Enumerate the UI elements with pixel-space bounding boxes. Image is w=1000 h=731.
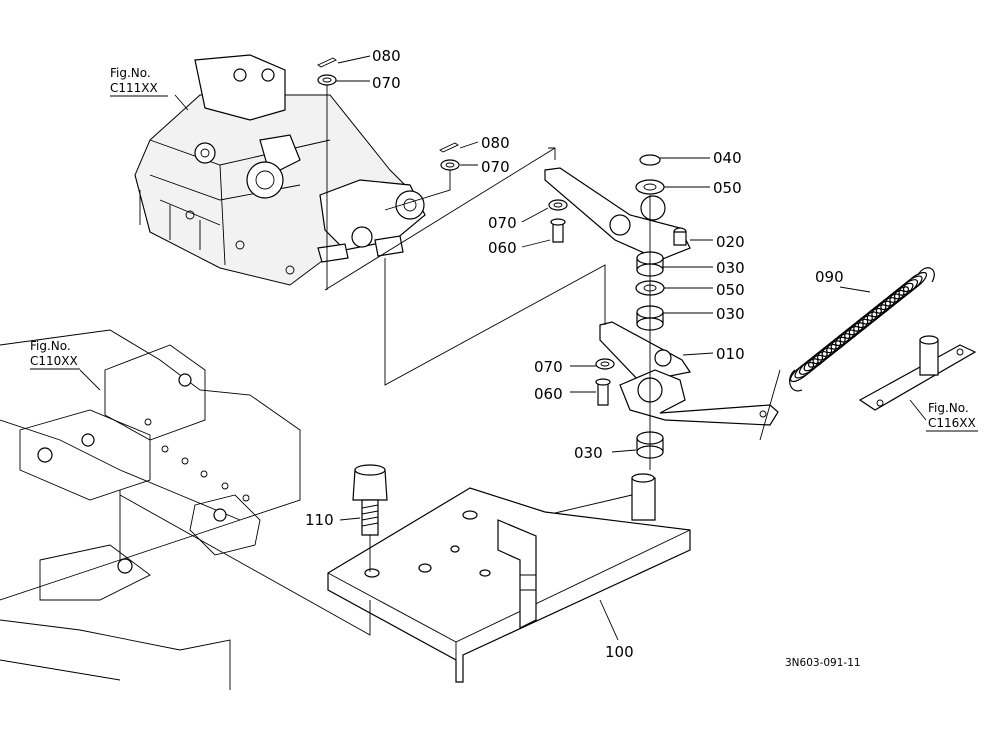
part-label-050-upper: 050 <box>713 179 742 197</box>
part-label-070-middle: 070 <box>481 158 510 176</box>
frame-illustration <box>0 329 301 690</box>
part-label-110: 110 <box>305 511 334 529</box>
fig-ref-c111-line2: C111XX <box>110 81 158 95</box>
part-label-060-lower: 060 <box>534 385 563 403</box>
fig-ref-c110-line1: Fig.No. <box>30 339 71 353</box>
part-number-labels: 080 070 080 070 040 050 070 060 020 030 … <box>305 47 844 661</box>
part-label-060-upper: 060 <box>488 239 517 257</box>
spring-coil <box>826 333 851 354</box>
spring-coil <box>789 361 815 383</box>
spring-coil <box>794 358 819 379</box>
rod-illustration <box>858 335 977 411</box>
fig-ref-c110-line2: C110XX <box>30 354 78 368</box>
bracket-plate-illustration <box>327 473 691 683</box>
spring-coil <box>866 300 891 321</box>
part-label-090: 090 <box>815 268 844 286</box>
part-label-010: 010 <box>716 345 745 363</box>
lever-010-illustration <box>599 321 779 426</box>
fig-ref-c116-line1: Fig.No. <box>928 401 969 415</box>
pins-illustration <box>317 57 611 406</box>
lever-020-illustration <box>544 167 691 261</box>
spring-coil <box>871 297 896 318</box>
spring-coil <box>844 318 869 339</box>
bolt-110-illustration <box>352 464 388 536</box>
spring-coil <box>812 343 837 365</box>
fig-ref-c116-line2: C116XX <box>928 416 976 430</box>
spring-coil <box>862 304 887 325</box>
spring-coil <box>902 271 928 293</box>
part-label-070-upper: 070 <box>372 74 401 92</box>
leader-lines <box>79 55 927 641</box>
part-label-080-lower: 080 <box>481 134 510 152</box>
part-label-020: 020 <box>716 233 745 251</box>
part-label-100: 100 <box>605 643 634 661</box>
spring-coil <box>889 282 914 303</box>
spring-coil <box>835 325 860 347</box>
washers-illustration <box>317 74 665 459</box>
spring-coil <box>898 275 923 296</box>
spring-coil <box>830 329 855 350</box>
figure-reference-c110: Fig.No. C110XX <box>30 339 80 370</box>
part-label-080-upper: 080 <box>372 47 401 65</box>
spring-coil <box>848 315 873 336</box>
spring-coil <box>798 354 824 375</box>
figure-reference-c111: Fig.No. C111XX <box>110 66 168 97</box>
part-label-070-lower: 070 <box>534 358 563 376</box>
spring-coil <box>875 293 900 314</box>
spring-coil <box>884 286 909 307</box>
spring-090-illustration <box>789 267 935 392</box>
spring-coil <box>880 289 905 311</box>
spring-coil <box>839 322 864 343</box>
part-label-030-upper: 030 <box>716 259 745 277</box>
spring-coil <box>803 351 828 372</box>
spring-coil <box>808 347 833 368</box>
fig-ref-c111-line1: Fig.No. <box>110 66 151 80</box>
part-label-070-left: 070 <box>488 214 517 232</box>
part-label-050-lower: 050 <box>716 281 745 299</box>
part-label-030-middle: 030 <box>716 305 745 323</box>
figure-reference-c116: Fig.No. C116XX <box>926 401 978 432</box>
spring-coil <box>893 279 919 300</box>
spring-coil <box>857 307 882 329</box>
part-label-030-lower: 030 <box>574 444 603 462</box>
spring-coil <box>821 336 846 357</box>
part-label-040: 040 <box>713 149 742 167</box>
spring-coil <box>817 340 842 361</box>
spring-coil <box>853 311 878 332</box>
valve-block-illustration <box>134 54 426 286</box>
drawing-code: 3N603-091-11 <box>785 657 861 669</box>
